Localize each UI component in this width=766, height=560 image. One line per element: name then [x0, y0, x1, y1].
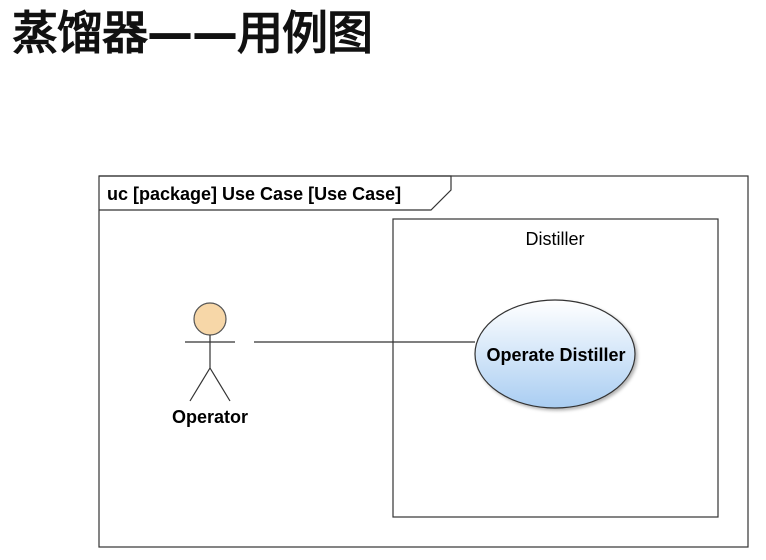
use-case-operate-distiller[interactable]: Operate Distiller — [474, 299, 636, 409]
actor-label: Operator — [172, 407, 248, 427]
actor-operator[interactable]: Operator — [172, 302, 248, 427]
use-case-label: Operate Distiller — [486, 345, 625, 365]
diagram-frame — [98, 175, 749, 548]
actor-left-leg — [189, 367, 211, 402]
use-case-ellipse — [474, 299, 636, 409]
frame-label: uc [package] Use Case [Use Case] — [107, 184, 401, 204]
actor-right-leg — [209, 367, 231, 402]
system-boundary — [392, 218, 719, 518]
actor-head — [193, 302, 227, 336]
frame-label-tab — [99, 175, 452, 211]
page-title: 蒸馏器——用例图 — [12, 6, 373, 60]
system-boundary-label: Distiller — [525, 229, 584, 249]
